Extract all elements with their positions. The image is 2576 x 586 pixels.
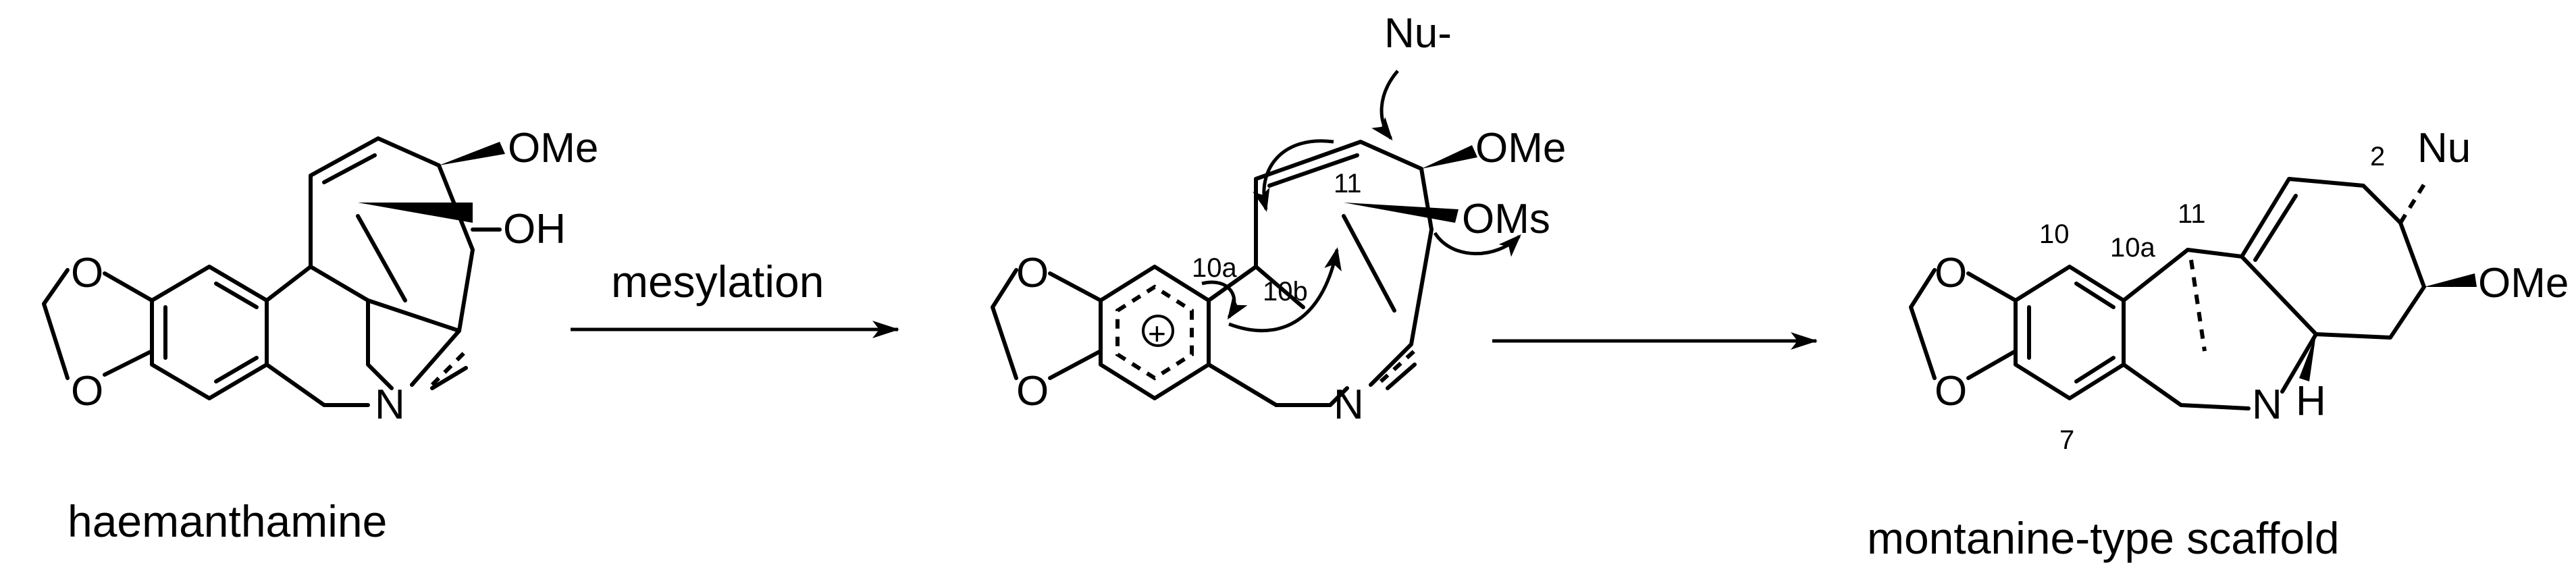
curly-arrow-oms-leave xyxy=(1433,232,1521,257)
atom-o-bottom: O xyxy=(71,368,103,415)
nu-hashed xyxy=(2398,178,2429,224)
label-c2: 2 xyxy=(2370,142,2385,171)
ome-wedge xyxy=(439,142,505,165)
atom-h: H xyxy=(2296,378,2326,425)
atom-o-top: O xyxy=(1016,250,1049,296)
bridge-wedge xyxy=(358,203,473,223)
atom-o-bottom: O xyxy=(1016,368,1049,415)
aromatic-ring xyxy=(2014,265,2126,400)
h-wedge xyxy=(2299,334,2316,381)
atom-o-top: O xyxy=(1935,250,1967,296)
atom-n: N xyxy=(1334,381,1364,428)
bridge-bond xyxy=(356,214,407,302)
atom-n: N xyxy=(375,381,405,428)
molecule-haemanthamine: O O N OMe OH xyxy=(42,125,598,428)
ring-b xyxy=(265,265,394,407)
atom-nu: Nu- xyxy=(1384,10,1452,57)
atom-o-top: O xyxy=(71,250,103,296)
c11-bridge xyxy=(1342,214,1396,313)
dioxole-ring xyxy=(991,268,1103,380)
curly-arrow-c10a xyxy=(1201,280,1248,320)
cyclohexene-ring xyxy=(2240,177,2426,394)
atom-ome: OMe xyxy=(2478,260,2569,307)
curly-arrow-nu-attack xyxy=(1371,70,1399,141)
ring-b xyxy=(2122,248,2251,410)
caption-haemanthamine: haemanthamine xyxy=(68,496,387,546)
label-c10a: 10a xyxy=(2110,233,2155,263)
atom-oms: OMs xyxy=(1462,196,1550,242)
bridge-hashed xyxy=(430,349,468,387)
curly-arrow-migration xyxy=(1228,247,1342,333)
arenium-delocalized xyxy=(1115,284,1194,381)
alkene-double xyxy=(1267,153,1359,188)
bridge-hashed xyxy=(1379,346,1420,383)
atom-ome: OMe xyxy=(1475,125,1566,171)
caption-montanine: montanine-type scaffold xyxy=(1867,513,2340,563)
ome-wedge xyxy=(1421,145,1477,169)
step-1-label: mesylation xyxy=(611,257,824,307)
label-c11: 11 xyxy=(1334,169,1362,198)
alkene-double xyxy=(2253,194,2298,262)
molecule-montanine: O O 10 10a 11 7 N H 2 Nu OMe xyxy=(1909,125,2569,455)
ethano-bridge xyxy=(410,329,468,390)
ring-b xyxy=(1207,265,1349,407)
label-c11: 11 xyxy=(2178,199,2206,229)
aromatic-inner-bonds xyxy=(2027,282,2115,383)
atom-nu: Nu xyxy=(2417,125,2471,171)
label-c10: 10 xyxy=(2039,219,2070,249)
alkene-double xyxy=(322,153,377,184)
label-c7: 7 xyxy=(2059,425,2074,455)
bridge-wedge xyxy=(1344,203,1458,223)
cation-circle xyxy=(1142,315,1174,347)
cation-plus: + xyxy=(1148,316,1166,351)
reaction-arrow-1: mesylation xyxy=(571,257,899,338)
dioxole-ring xyxy=(1909,268,2018,380)
dioxole-ring xyxy=(42,268,154,380)
label-c10a: 10a xyxy=(1192,253,1237,283)
atom-oh: OH xyxy=(503,206,566,252)
label-c10b: 10b xyxy=(1263,277,1308,307)
bridge-hashed xyxy=(2189,259,2207,352)
atom-nh: N xyxy=(2252,381,2282,428)
aromatic-ring xyxy=(150,265,269,400)
cyclohexene-ring xyxy=(309,136,475,333)
atom-o-bottom: O xyxy=(1935,368,1967,415)
curly-arrow-alkene-shift xyxy=(1253,139,1334,212)
ethano-bridge xyxy=(1369,342,1417,390)
atom-ome: OMe xyxy=(508,125,598,171)
ome-wedge xyxy=(2424,273,2477,287)
aromatic-inner-bonds xyxy=(163,282,259,383)
molecule-intermediate: O O + N 11 10a 10b OMe OMs Nu- xyxy=(991,10,1566,428)
